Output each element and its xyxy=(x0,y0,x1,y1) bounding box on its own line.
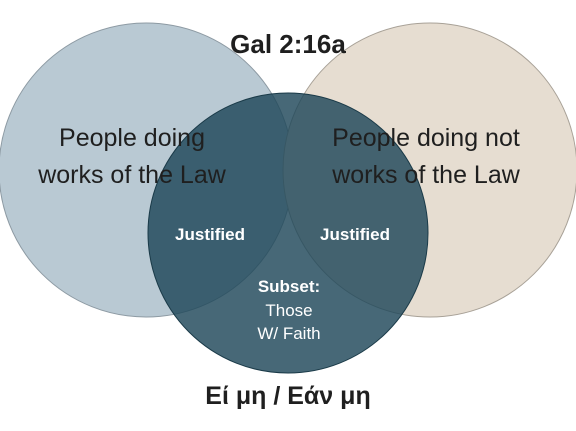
subset-line1: Those xyxy=(265,301,312,320)
subset-line2: W/ Faith xyxy=(257,324,320,343)
left-circle-label-line2: works of the Law xyxy=(37,161,227,189)
circle-subset-faith xyxy=(147,92,429,374)
right-circle-label-line2: works of the Law xyxy=(331,161,521,189)
overlap-right-label: Justified xyxy=(320,225,390,244)
left-circle-label-line1: People doing xyxy=(59,124,205,152)
diagram-title: Gal 2:16a xyxy=(230,29,346,59)
overlap-left-label: Justified xyxy=(175,225,245,244)
subset-heading: Subset: xyxy=(258,277,320,296)
diagram-footer: Εί μη / Εάν μη xyxy=(205,382,370,410)
right-circle-label-line1: People doing not xyxy=(332,124,520,152)
